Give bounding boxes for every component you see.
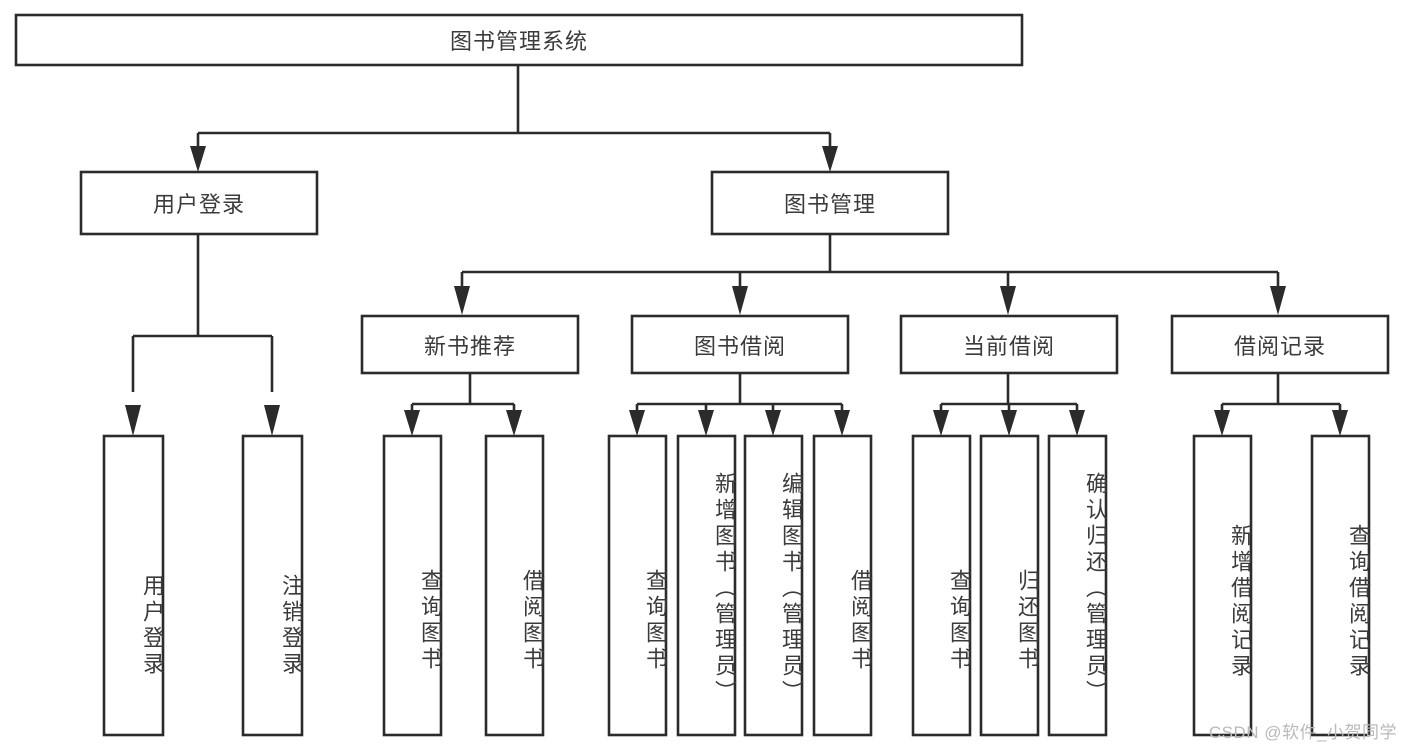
arrowhead-book-mgmt bbox=[822, 146, 838, 172]
arrowhead-leaf-newbook-2 bbox=[506, 410, 522, 436]
node-root[interactable] bbox=[14, 13, 1024, 67]
node-new-book-recommend[interactable] bbox=[360, 314, 580, 375]
connector-group bbox=[125, 65, 1348, 436]
leaf-current-borrow-0[interactable] bbox=[911, 434, 972, 737]
leaf-user-login-0[interactable] bbox=[102, 434, 165, 737]
arrowhead-leaf-currentborrow-2 bbox=[1001, 410, 1017, 436]
leaf-current-borrow-1[interactable] bbox=[979, 434, 1040, 737]
node-book-borrow[interactable] bbox=[630, 314, 850, 375]
arrowhead-leaf-borrowrecord-2 bbox=[1332, 410, 1348, 436]
arrowhead-leaf-borrowbook-1 bbox=[629, 410, 645, 436]
leaf-borrow-book-0[interactable] bbox=[607, 434, 668, 737]
leaf-borrow-book-1[interactable] bbox=[676, 434, 737, 737]
arrowhead-leaf-borrowrecord-1 bbox=[1214, 410, 1230, 436]
node-borrow-record[interactable] bbox=[1170, 314, 1390, 375]
arrowhead-leaf-borrowbook-3 bbox=[765, 410, 781, 436]
arrowhead-current-borrow bbox=[1000, 286, 1016, 315]
arrowhead-new-book bbox=[454, 286, 470, 315]
arrowhead-borrow-record bbox=[1270, 286, 1286, 315]
arrowhead-leaf-user-login-1 bbox=[125, 405, 141, 436]
arrowhead-leaf-borrowbook-2 bbox=[698, 410, 714, 436]
leaf-user-login-1[interactable] bbox=[241, 434, 304, 737]
arrowhead-leaf-borrowbook-4 bbox=[834, 410, 850, 436]
leaf-current-borrow-2[interactable] bbox=[1047, 434, 1108, 737]
leaf-borrow-book-3[interactable] bbox=[812, 434, 873, 737]
leaf-new-book-0[interactable] bbox=[382, 434, 443, 737]
node-book-management[interactable] bbox=[710, 170, 950, 236]
leaf-borrow-book-2[interactable] bbox=[743, 434, 804, 737]
arrowhead-user-login bbox=[190, 146, 206, 172]
node-current-borrow[interactable] bbox=[899, 314, 1119, 375]
node-user-login[interactable] bbox=[79, 170, 319, 236]
leaf-borrow-record-0[interactable] bbox=[1192, 434, 1253, 737]
arrowhead-leaf-currentborrow-1 bbox=[933, 410, 949, 436]
arrowhead-borrow-book bbox=[732, 286, 748, 315]
arrowhead-leaf-newbook-1 bbox=[404, 410, 420, 436]
leaf-new-book-1[interactable] bbox=[484, 434, 545, 737]
leaf-borrow-record-1[interactable] bbox=[1310, 434, 1371, 737]
arrowhead-leaf-user-login-2 bbox=[264, 405, 280, 436]
arrowhead-leaf-currentborrow-3 bbox=[1069, 410, 1085, 436]
